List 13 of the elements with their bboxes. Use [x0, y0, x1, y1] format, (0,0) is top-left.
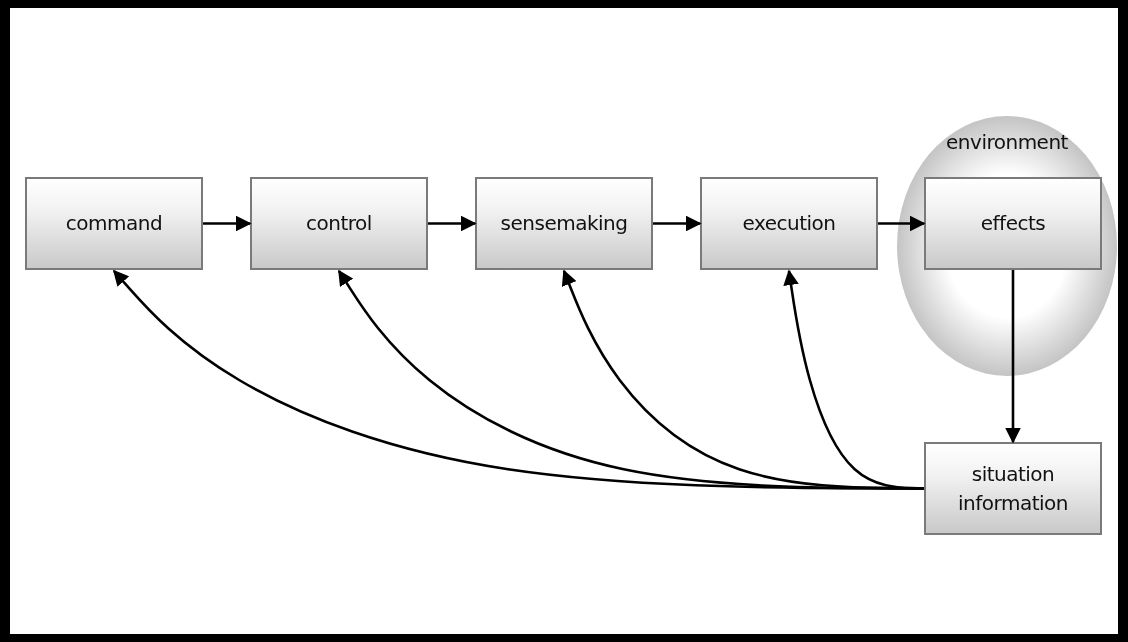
arrow [653, 215, 702, 232]
process-box: effects [924, 177, 1102, 270]
node-label: environment [945, 129, 1069, 156]
process-box: execution [700, 177, 878, 270]
arrow [783, 269, 925, 490]
process-box: control [250, 177, 428, 270]
process-box: sensemaking [475, 177, 653, 270]
arrow [203, 215, 252, 232]
process-box: situation information [924, 442, 1102, 535]
arrow [1005, 270, 1021, 444]
process-box: command [25, 177, 203, 270]
arrow [428, 215, 477, 232]
arrow [878, 215, 926, 232]
